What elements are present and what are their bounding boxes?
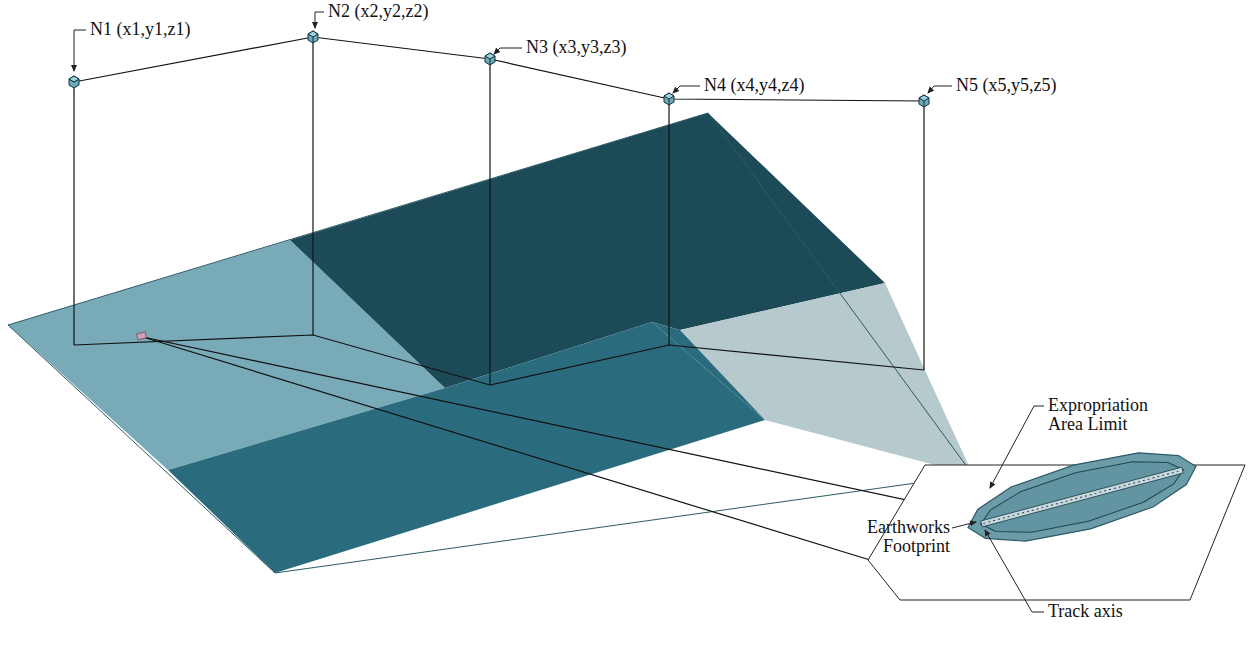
callout-label: Track axis	[1048, 602, 1123, 621]
node-label: N4 (x4,y4,z4)	[704, 76, 804, 95]
callout-label: Earthworks Footprint	[867, 518, 950, 556]
node-label: N2 (x2,y2,z2)	[328, 2, 428, 21]
node-label: N3 (x3,y3,z3)	[526, 38, 626, 57]
node-label: N1 (x1,y1,z1)	[90, 20, 190, 39]
node-cubes	[69, 31, 929, 107]
node-label: N5 (x5,y5,z5)	[956, 76, 1056, 95]
callout-label: Expropriation Area Limit	[1048, 396, 1148, 434]
